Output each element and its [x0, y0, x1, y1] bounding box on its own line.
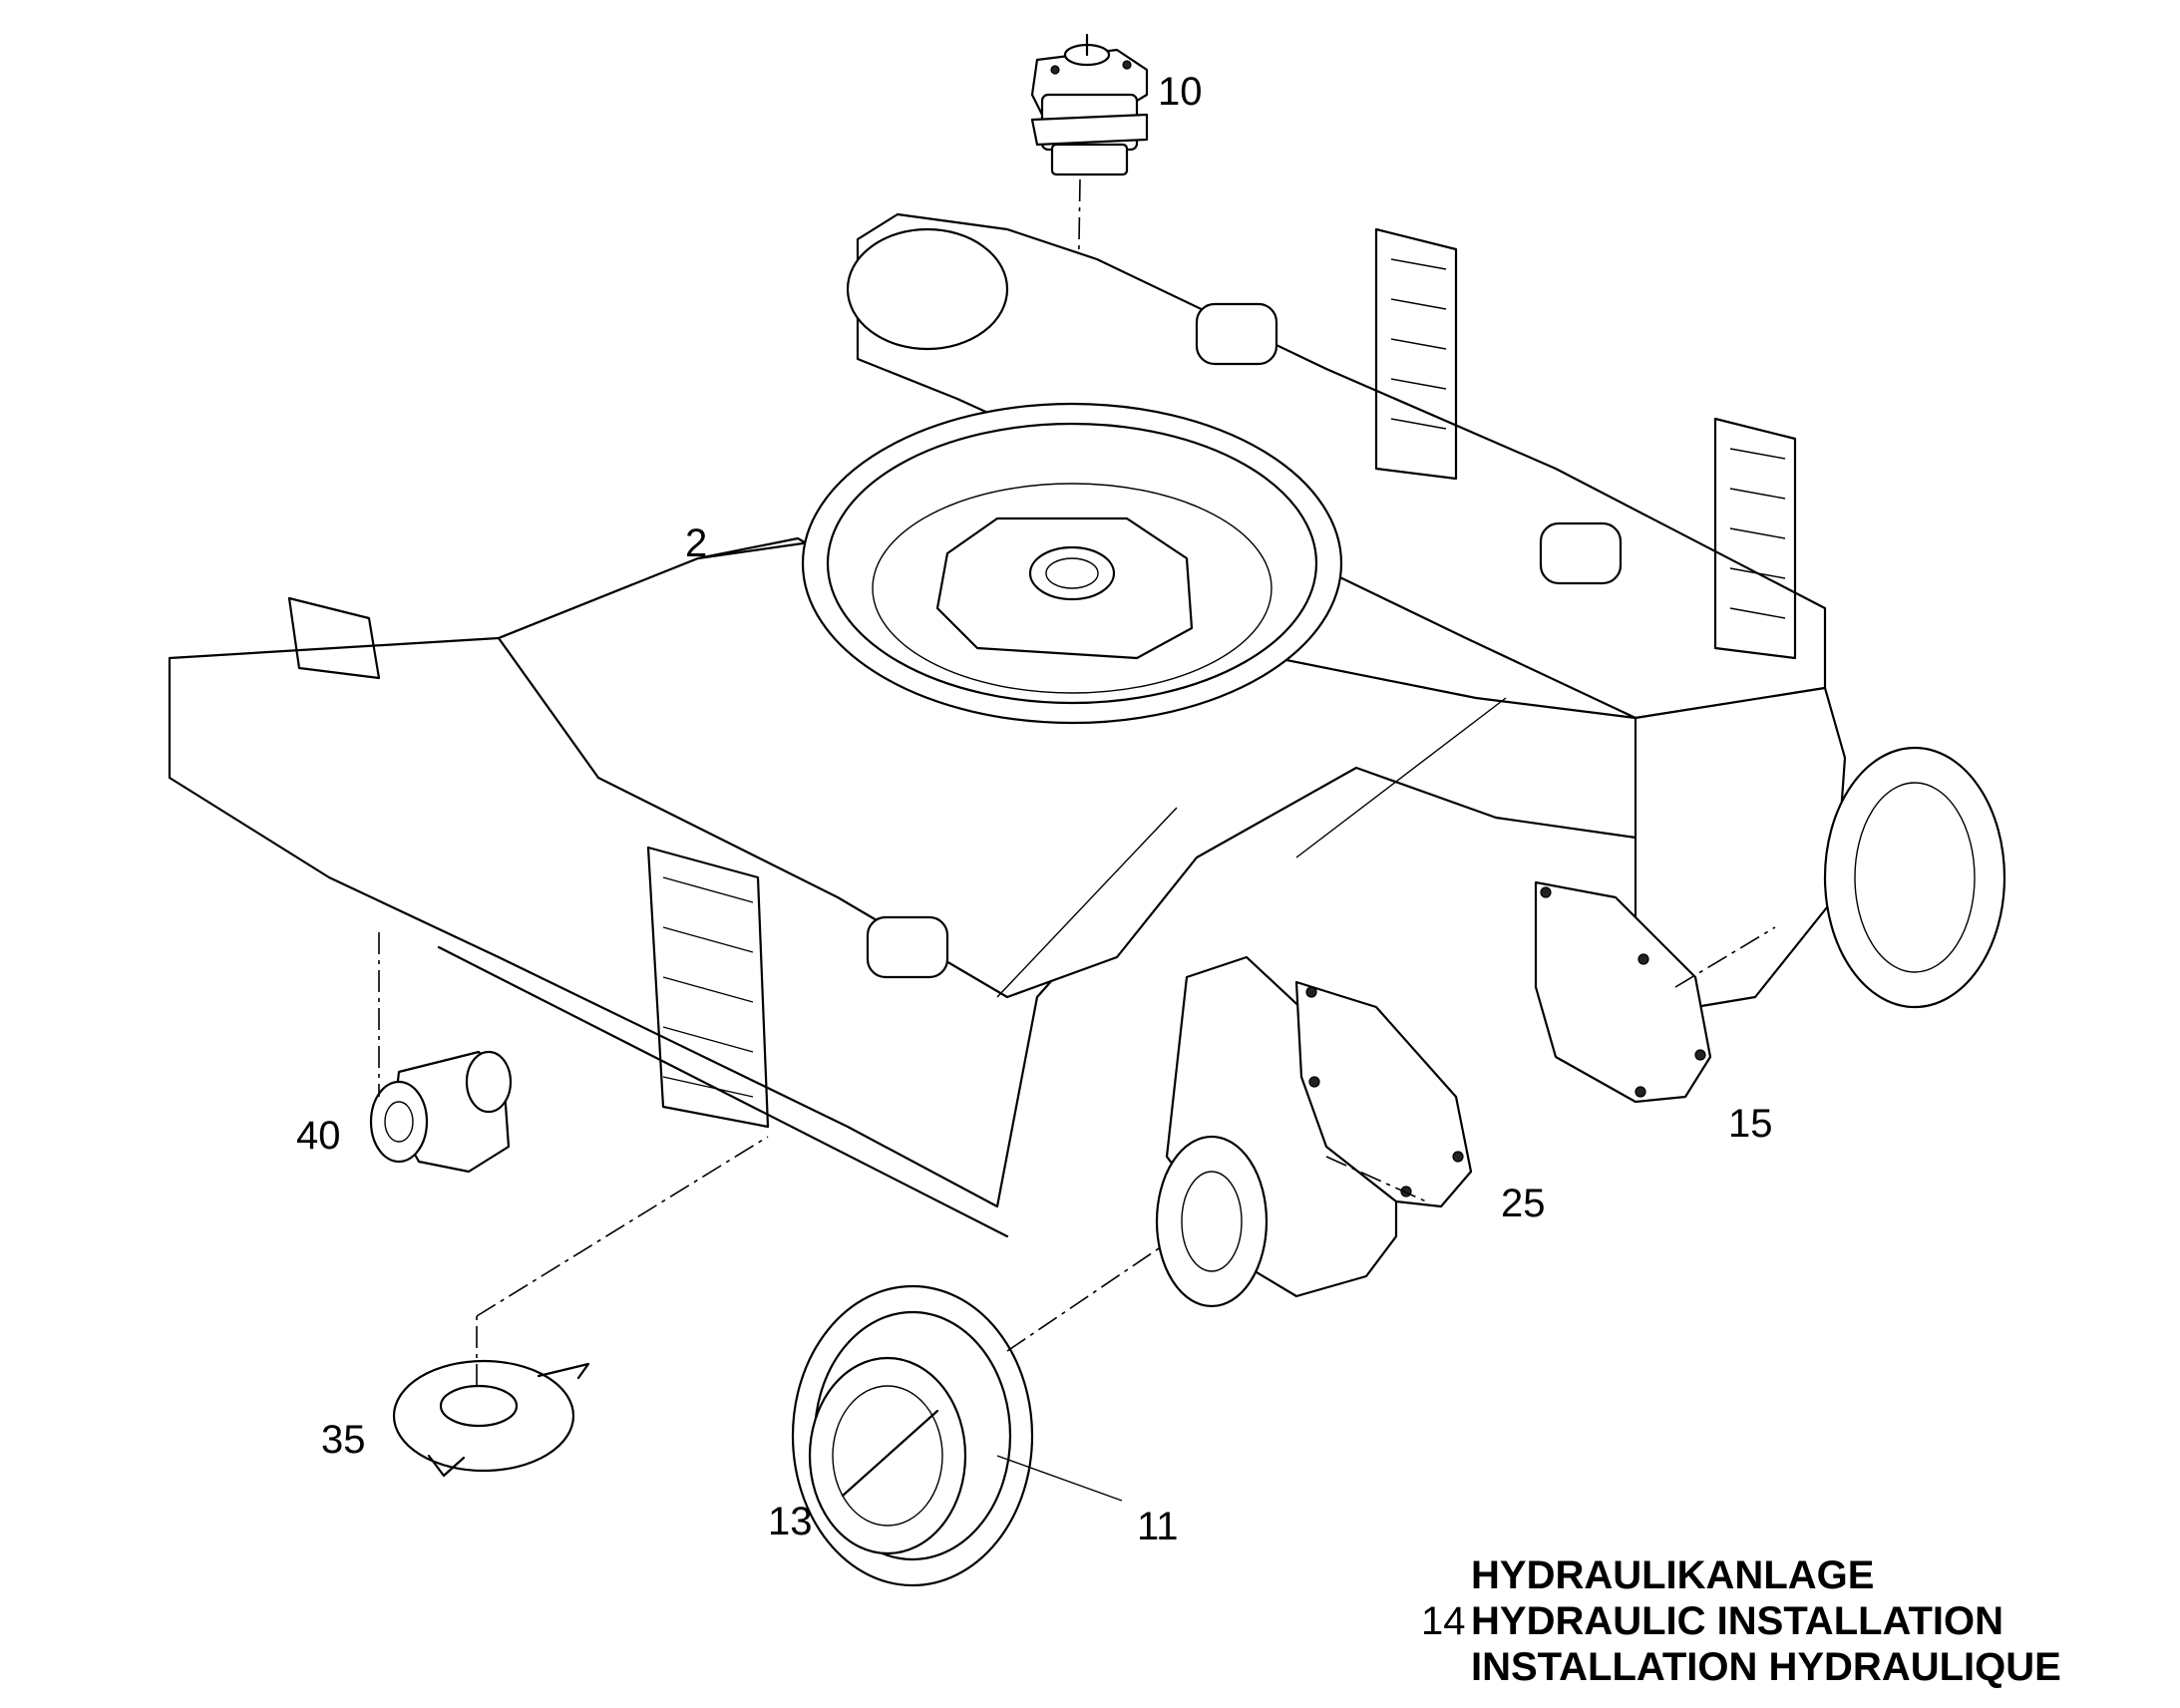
callout-15: 15	[1728, 1102, 1773, 1146]
part-35-plate	[392, 1359, 590, 1478]
legend-title-german: HYDRAULIKANLAGE	[1471, 1553, 1875, 1597]
callout-11: 11	[1137, 1505, 1179, 1548]
part-25-cover-plate	[1294, 980, 1473, 1208]
part-13-sprocket	[791, 1284, 1034, 1587]
slewing-ring	[801, 402, 1343, 725]
axis-line-35-b	[476, 1136, 769, 1317]
axis-line-11	[1006, 1245, 1163, 1352]
leader-11	[996, 1455, 1123, 1502]
part-2-undercarriage-frame	[168, 212, 2006, 1298]
callout-35: 35	[321, 1418, 366, 1462]
legend-title-french: INSTALLATION HYDRAULIQUE	[1471, 1645, 2061, 1689]
callout-40: 40	[296, 1114, 341, 1158]
part-40-track-roller	[369, 1050, 513, 1174]
legend-title-english: HYDRAULIC INSTALLATION	[1471, 1599, 2004, 1643]
legend-number: 14	[1421, 1599, 1466, 1643]
callout-25: 25	[1501, 1182, 1546, 1225]
axis-line-25	[1325, 1156, 1427, 1202]
callout-13: 13	[768, 1500, 813, 1543]
callout-2: 2	[685, 521, 708, 565]
axis-line-15	[1674, 926, 1776, 988]
callout-10: 10	[1158, 70, 1203, 114]
part-10-rotary-joint	[1030, 33, 1149, 176]
part-15-cover-plate	[1534, 880, 1712, 1104]
legend-title-block: HYDRAULIKANLAGE HYDRAULIC INSTALLATION I…	[1471, 1552, 2061, 1690]
part-11-motor-flange	[1155, 1135, 1269, 1308]
